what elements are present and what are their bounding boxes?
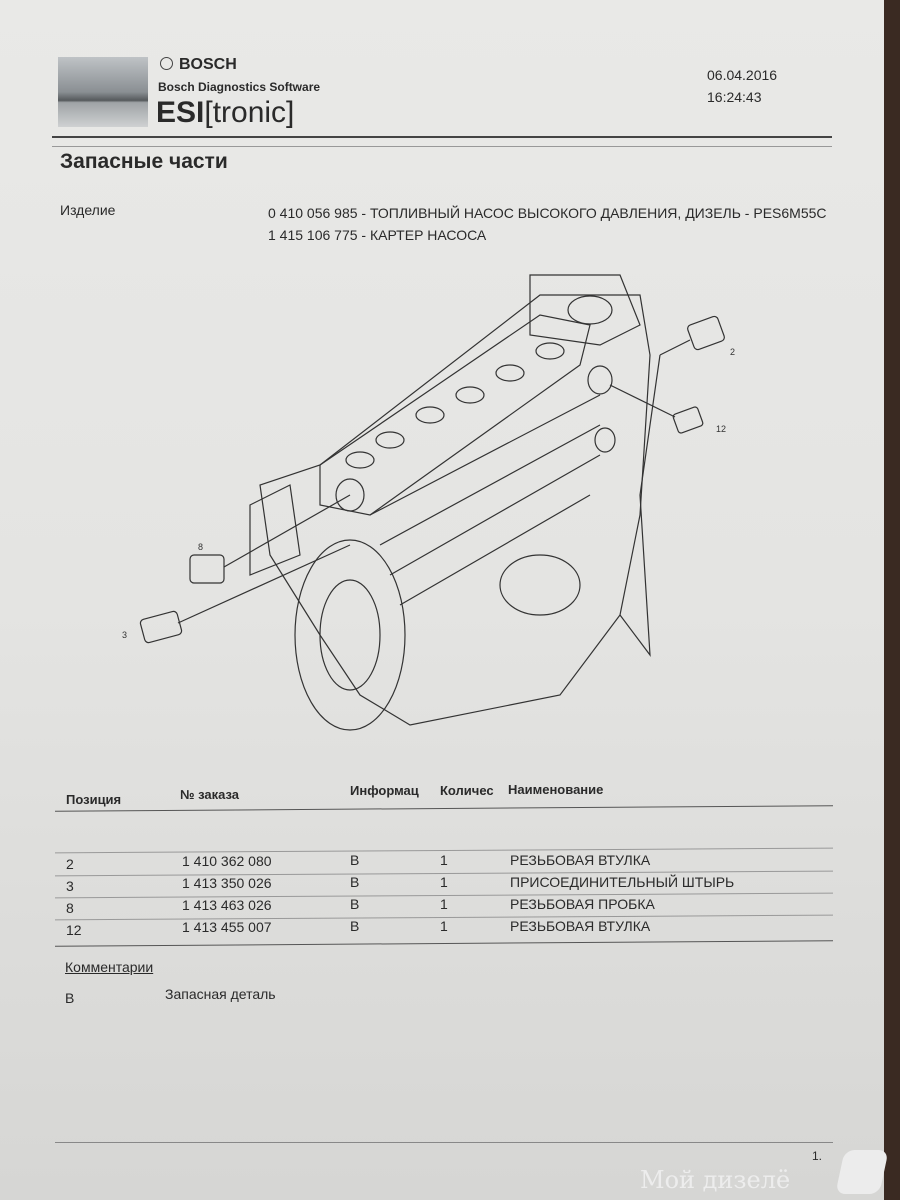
product-description: 0 410 056 985 - ТОПЛИВНЫЙ НАСОС ВЫСОКОГО… <box>268 202 827 246</box>
cell-position: 12 <box>66 922 82 938</box>
comments-heading: Комментарии <box>65 959 154 975</box>
cell-position: 2 <box>66 856 74 872</box>
cell-position: 3 <box>66 878 74 894</box>
product-line-1: 0 410 056 985 - ТОПЛИВНЫЙ НАСОС ВЫСОКОГО… <box>268 205 827 221</box>
cell-info: B <box>350 896 360 912</box>
col-header-order-number: № заказа <box>180 787 240 802</box>
part-2-threaded-bushing <box>659 315 725 356</box>
page-title: Запасные части <box>60 150 228 173</box>
product-line-2: 1 415 106 775 - КАРТЕР НАСОСА <box>268 227 487 243</box>
col-header-quantity: Количес <box>440 783 494 798</box>
cell-info: B <box>350 874 360 890</box>
product-logo: ESI[tronic] <box>156 96 294 130</box>
pump-housing-drawing <box>249 274 661 731</box>
callout-2: 2 <box>730 347 735 357</box>
brand-name: BOSCH <box>179 56 237 73</box>
header-divider <box>52 136 832 138</box>
table-header-divider <box>55 805 833 812</box>
part-12-threaded-bushing <box>609 384 704 434</box>
print-datetime: 06.04.2016 16:24:43 <box>707 64 777 108</box>
cell-name: ПРИСОЕДИНИТЕЛЬНЫЙ ШТЫРЬ <box>510 874 735 890</box>
cell-order-number: 1 413 455 007 <box>182 919 272 935</box>
col-header-position: Позиция <box>66 792 122 807</box>
esitronic-logo-image <box>58 57 148 127</box>
col-header-name: Наименование <box>508 782 604 797</box>
cell-quantity: 1 <box>440 874 448 890</box>
table-bottom-divider <box>55 940 833 947</box>
cell-quantity: 1 <box>440 896 448 912</box>
cell-quantity: 1 <box>440 918 448 934</box>
callout-8: 8 <box>198 542 203 552</box>
cell-info: B <box>350 918 360 934</box>
cell-name: РЕЗЬБОВАЯ ВТУЛКА <box>510 918 651 934</box>
cell-info: B <box>350 852 360 868</box>
print-time: 16:24:43 <box>707 89 762 105</box>
header-divider-thin <box>52 146 832 147</box>
exploded-parts-diagram: 2 12 8 3 <box>122 274 735 731</box>
product-logo-bold: ESI <box>156 96 205 129</box>
page-number: 1. <box>812 1149 823 1163</box>
bosch-logo-icon <box>160 57 173 70</box>
cell-quantity: 1 <box>440 852 448 868</box>
product-logo-rest: [tronic] <box>204 96 295 129</box>
part-8-threaded-plug <box>189 494 351 584</box>
bosch-brand: BOSCH <box>160 56 237 74</box>
cell-name: РЕЗЬБОВАЯ ПРОБКА <box>510 896 655 912</box>
callout-12: 12 <box>716 424 726 434</box>
print-date: 06.04.2016 <box>707 67 778 83</box>
cell-order-number: 1 413 350 026 <box>182 875 272 891</box>
part-3-connecting-pin <box>139 544 351 644</box>
product-label: Изделие <box>60 202 116 218</box>
col-header-info: Информац <box>350 783 419 798</box>
cell-order-number: 1 410 362 080 <box>182 853 272 869</box>
comment-code: B <box>65 990 75 1006</box>
cell-position: 8 <box>66 900 74 916</box>
comment-text: Запасная деталь <box>165 986 276 1002</box>
callout-3: 3 <box>122 630 127 640</box>
cell-name: РЕЗЬБОВАЯ ВТУЛКА <box>510 852 651 868</box>
cell-order-number: 1 413 463 026 <box>182 897 272 913</box>
footer-divider <box>55 1142 833 1143</box>
watermark-text: Мой дизелё <box>640 1166 791 1194</box>
software-subtitle: Bosch Diagnostics Software <box>158 80 321 94</box>
